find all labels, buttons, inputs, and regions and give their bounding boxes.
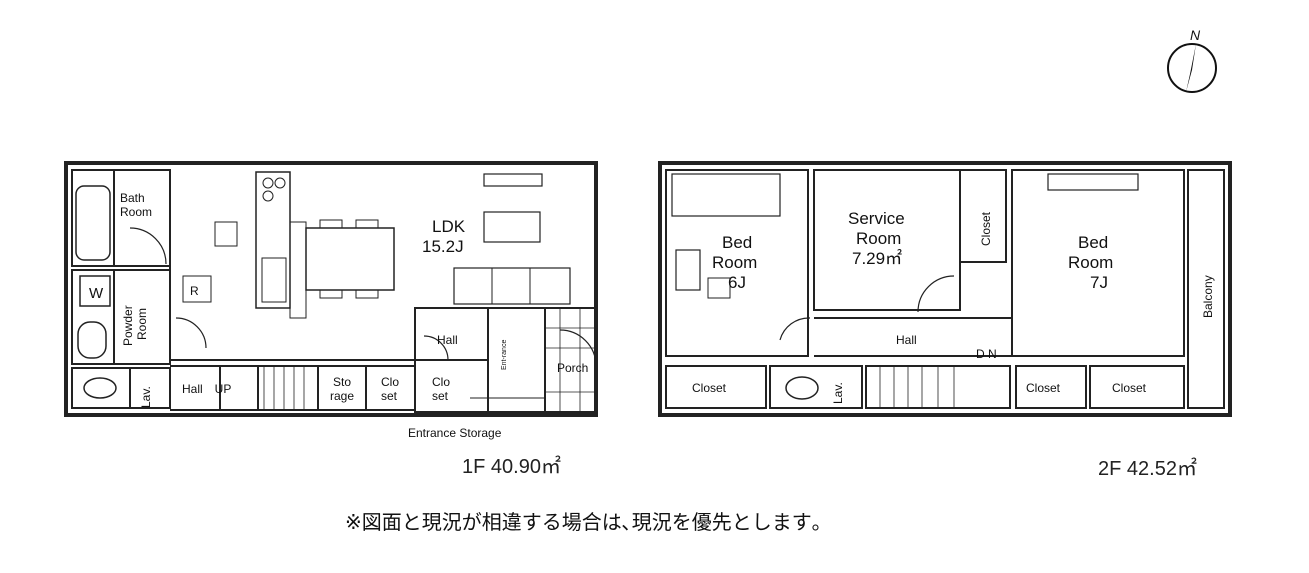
bath-room-label: Bath Room bbox=[120, 191, 152, 219]
bath-line1: Bath bbox=[120, 191, 145, 205]
powder-room-label: Powder Room bbox=[121, 302, 149, 346]
service-line1: Service bbox=[848, 209, 905, 228]
north-compass-icon: N bbox=[1167, 27, 1217, 93]
storage-line2: rage bbox=[330, 389, 354, 403]
floor2-plan bbox=[658, 161, 1232, 417]
closet-b-label: Closet bbox=[1026, 381, 1061, 395]
floor1-labels: Bath Room W Powder Room R LDK 15.2J Hall… bbox=[89, 191, 588, 440]
bed2-line1: Bed bbox=[1078, 233, 1108, 252]
closet-a-label: Closet bbox=[692, 381, 727, 395]
closet2-line1: Clo bbox=[432, 375, 450, 389]
disclaimer-note: ※図面と現況が相違する場合は､現況を優先とします｡ bbox=[345, 510, 822, 534]
closet2-line2: set bbox=[432, 389, 449, 403]
entrance-storage-label: Entrance Storage bbox=[408, 426, 502, 440]
floor2-labels: Bed Room 6J Service Room 7.29㎡ Closet Be… bbox=[692, 209, 1215, 404]
closet-vertical-label: Closet bbox=[979, 211, 993, 246]
floor2-caption: 2F 42.52㎡ bbox=[1098, 458, 1197, 480]
bed1-line2: Room bbox=[712, 253, 757, 272]
porch-label: Porch bbox=[557, 361, 588, 375]
bed1-label: Bed Room 6J bbox=[712, 233, 762, 292]
dn-label: D N bbox=[976, 347, 997, 361]
storage-line1: Sto bbox=[333, 375, 351, 389]
bed1-line1: Bed bbox=[722, 233, 752, 252]
hall-up-label: Hall UP bbox=[182, 382, 231, 396]
floor1-caption: 1F 40.90㎡ bbox=[462, 456, 561, 478]
bed2-label: Bed Room 7J bbox=[1068, 233, 1118, 292]
hall-2f-label: Hall bbox=[896, 333, 917, 347]
lav-label-1f: Lav. bbox=[139, 386, 153, 408]
closet1-line1: Clo bbox=[381, 375, 399, 389]
lav-label-2f: Lav. bbox=[831, 382, 845, 404]
powder-line2: Room bbox=[135, 308, 149, 340]
service-room-label: Service Room 7.29㎡ bbox=[848, 209, 909, 268]
bed2-line2: Room bbox=[1068, 253, 1113, 272]
w-label: W bbox=[89, 285, 104, 302]
service-line3: 7.29㎡ bbox=[852, 249, 902, 268]
balcony-label: Balcony bbox=[1201, 275, 1215, 318]
storage-label: Sto rage bbox=[330, 375, 354, 403]
entrance-label: Ent-rance bbox=[501, 340, 508, 370]
hall-top-label: Hall bbox=[437, 333, 458, 347]
ldk-line1: LDK bbox=[432, 217, 466, 236]
compass-letter: N bbox=[1190, 27, 1201, 43]
floor1-plan bbox=[64, 161, 598, 417]
bath-line2: Room bbox=[120, 205, 152, 219]
closet1-label: Clo set bbox=[381, 375, 402, 403]
powder-line1: Powder bbox=[121, 305, 135, 346]
r-label: R bbox=[190, 284, 199, 298]
closet2-label: Clo set bbox=[432, 375, 453, 403]
ldk-label: LDK 15.2J bbox=[422, 217, 470, 256]
bed1-line3: 6J bbox=[728, 273, 746, 292]
closet1-line2: set bbox=[381, 389, 398, 403]
ldk-line2: 15.2J bbox=[422, 237, 464, 256]
service-line2: Room bbox=[856, 229, 901, 248]
bed2-line3: 7J bbox=[1090, 273, 1108, 292]
closet-c-label: Closet bbox=[1112, 381, 1147, 395]
